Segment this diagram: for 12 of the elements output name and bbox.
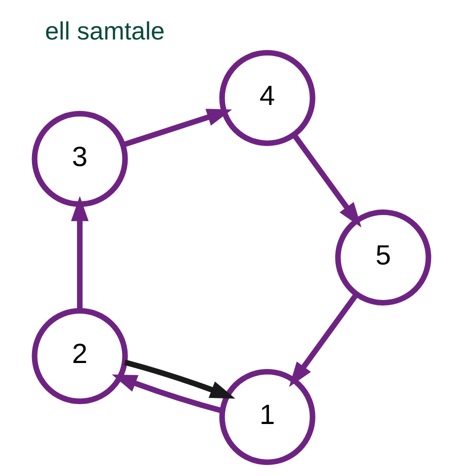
diagram-title: ell samtale <box>44 17 164 46</box>
arrow <box>124 360 235 399</box>
arrow <box>111 374 223 414</box>
arrow <box>122 108 232 148</box>
node-circle: 3 <box>31 110 128 207</box>
node-circle: 2 <box>31 308 128 404</box>
node-circle: 4 <box>218 50 315 146</box>
arrow <box>288 292 358 388</box>
arrow <box>70 196 88 310</box>
node-circle: 1 <box>218 368 315 466</box>
arrow <box>291 133 361 228</box>
node-circle: 5 <box>334 209 431 306</box>
